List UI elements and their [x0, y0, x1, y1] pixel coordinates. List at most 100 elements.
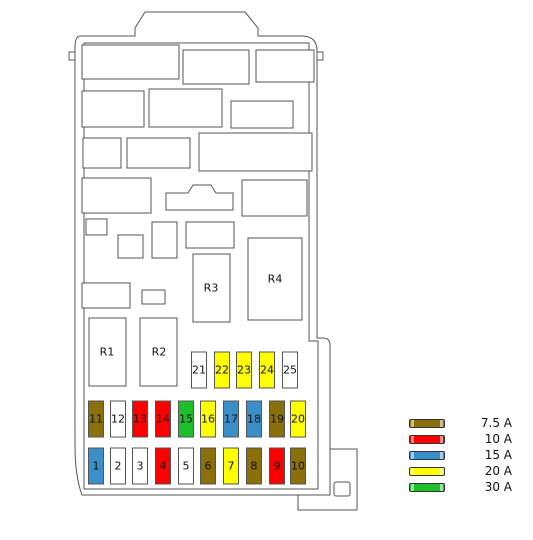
housing-outline — [74, 11, 358, 511]
fuse-number: 3 — [137, 460, 144, 473]
fuse-number: 2 — [115, 460, 122, 473]
fuse-number: 4 — [160, 460, 167, 473]
fuse-9: 9 — [269, 447, 285, 485]
fuse-24: 24 — [259, 351, 275, 389]
connector-block — [148, 88, 223, 128]
connector-block — [241, 179, 308, 217]
fuse-body — [223, 447, 239, 485]
fuse-body — [88, 447, 104, 485]
connector-block — [165, 184, 234, 211]
fuse-body — [282, 351, 298, 389]
fuse-color-swatch — [409, 467, 445, 476]
connector-block — [117, 234, 144, 259]
fuse-22: 22 — [214, 351, 230, 389]
connector-block — [141, 289, 166, 305]
fuse-11: 11 — [88, 400, 104, 438]
connector-block — [81, 44, 180, 80]
fuse-16: 16 — [200, 400, 216, 438]
fuse-number: 25 — [283, 364, 297, 377]
fuse-body — [246, 447, 262, 485]
fuse-14: 14 — [155, 400, 171, 438]
fuse-body — [110, 400, 126, 438]
fuse-15: 15 — [178, 400, 194, 438]
fuse-body — [155, 447, 171, 485]
relay-r4-label: R4 — [268, 273, 283, 286]
fuse-body — [246, 400, 262, 438]
connector-block — [255, 49, 315, 83]
fuse-number: 10 — [291, 460, 305, 473]
fuse-body — [132, 400, 148, 438]
relay-r4-box — [247, 237, 303, 321]
fuse-body — [191, 351, 207, 389]
fuse-1: 1 — [88, 447, 104, 485]
fuse-10: 10 — [290, 447, 306, 485]
connector-block — [185, 221, 235, 249]
fuse-body — [223, 400, 239, 438]
fuse-number: 14 — [156, 413, 170, 426]
fuse-number: 1 — [93, 460, 100, 473]
legend-item: 15 A — [408, 448, 533, 463]
relay-r2-label: R2 — [152, 346, 167, 359]
fuse-21: 21 — [191, 351, 207, 389]
fuse-5: 5 — [178, 447, 194, 485]
fuse-body — [178, 400, 194, 438]
fuse-number: 16 — [201, 413, 215, 426]
fuse-body — [155, 400, 171, 438]
fuse-17: 17 — [223, 400, 239, 438]
legend-label: 30 A — [484, 480, 512, 494]
fuse-2: 2 — [110, 447, 126, 485]
fuse-number: 5 — [183, 460, 190, 473]
fuse-body — [269, 447, 285, 485]
fuse-box-housing — [68, 11, 358, 511]
legend-label: 15 A — [484, 448, 512, 462]
fuse-body — [269, 400, 285, 438]
fuse-number: 18 — [247, 413, 261, 426]
fuse-number: 23 — [237, 364, 251, 377]
fuse-number: 9 — [274, 460, 281, 473]
fuse-19: 19 — [269, 400, 285, 438]
legend-item: 30 A — [408, 480, 533, 495]
fuse-number: 20 — [291, 413, 305, 426]
fuse-color-swatch — [409, 435, 445, 444]
housing-inner-outline — [83, 42, 319, 490]
fuse-8: 8 — [246, 447, 262, 485]
fuse-body — [214, 351, 230, 389]
relay-group: R1 R2 R3 R4 — [88, 237, 303, 387]
fuse-7: 7 — [223, 447, 239, 485]
fuse-color-swatch — [409, 419, 445, 428]
connector-block — [182, 49, 250, 85]
relay-r1-box — [88, 317, 127, 387]
connector-block — [82, 137, 122, 169]
legend-item: 10 A — [408, 432, 533, 447]
fuse-number: 19 — [270, 413, 284, 426]
relay-r1-label: R1 — [100, 346, 115, 359]
fuse-number: 13 — [133, 413, 147, 426]
fuse-body — [178, 447, 194, 485]
fuse-body — [200, 447, 216, 485]
fuse-number: 24 — [260, 364, 274, 377]
fuse-13: 13 — [132, 400, 148, 438]
fuse-number: 11 — [89, 413, 103, 426]
housing-side-notch-left — [68, 51, 75, 61]
fuse-body — [200, 400, 216, 438]
legend-label: 20 A — [484, 464, 512, 478]
housing-side-notch-right — [317, 51, 324, 61]
fuse-23: 23 — [236, 351, 252, 389]
fuse-20: 20 — [290, 400, 306, 438]
fuse-25: 25 — [282, 351, 298, 389]
fuse-body — [259, 351, 275, 389]
connector-block — [81, 282, 131, 309]
relay-r3-box — [192, 253, 231, 323]
fuse-number: 22 — [215, 364, 229, 377]
connector-block — [126, 137, 191, 169]
connector-block — [198, 132, 313, 172]
fuse-number: 7 — [228, 460, 235, 473]
legend-item: 7.5 A — [408, 416, 533, 431]
fuse-number: 8 — [251, 460, 258, 473]
fuse-number: 6 — [205, 460, 212, 473]
fuse-18: 18 — [246, 400, 262, 438]
fuse-color-swatch — [409, 483, 445, 492]
fuse-number: 21 — [192, 364, 206, 377]
